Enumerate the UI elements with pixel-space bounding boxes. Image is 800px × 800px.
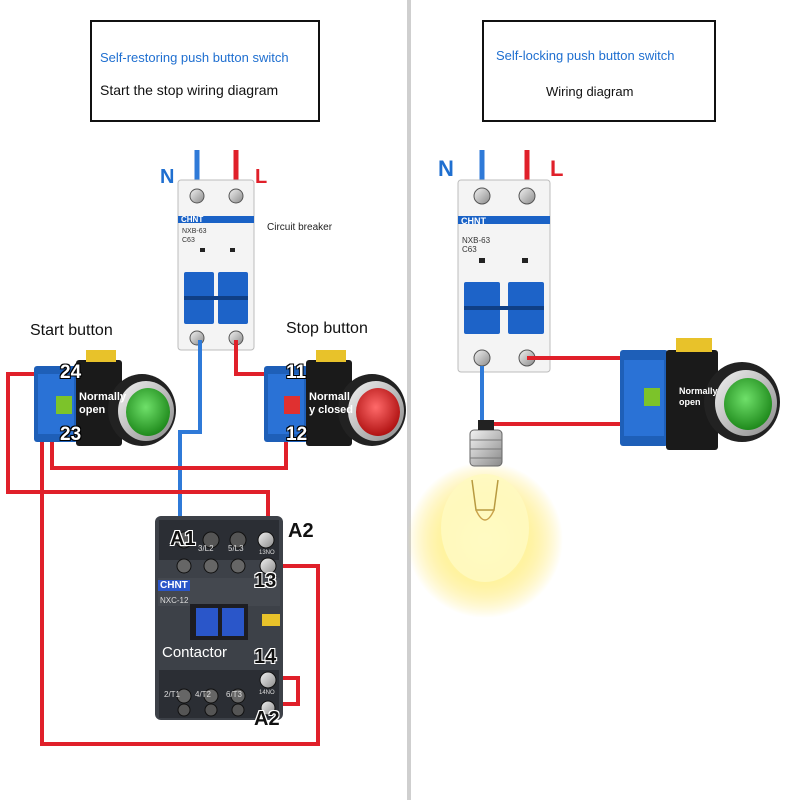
stop-button-device — [264, 350, 406, 446]
stop-terminal-11: 11 — [286, 362, 307, 383]
contactor-brand: CHNT — [158, 580, 190, 591]
left-circuit-breaker — [177, 179, 255, 351]
contactor-model: NXC-12 — [160, 596, 189, 605]
right-title-box: Self-locking push button switch Wiring d… — [482, 20, 716, 122]
start-button-device — [34, 350, 176, 446]
contactor-bottom-label-1: 2/T1 — [164, 690, 181, 699]
right-button-contact-text: Normally open — [679, 386, 718, 407]
right-breaker-model: NXB-63 — [462, 236, 491, 245]
contactor-terminal-14: 14 — [254, 646, 277, 668]
contactor-top-label-3: 13NO — [259, 550, 275, 556]
contactor-terminal-a1: A1 — [170, 528, 196, 550]
right-breaker-rating: C63 — [462, 245, 477, 254]
left-neutral-label: N — [160, 166, 175, 188]
right-circuit-breaker — [457, 179, 551, 373]
left-breaker-model: NXB-63 — [182, 228, 207, 235]
contactor-label: Contactor — [162, 644, 228, 661]
t13-outer-loop-wire — [40, 432, 320, 746]
start-button-label: Start button — [30, 322, 113, 339]
contactor-terminal-a2-top: A2 — [288, 520, 314, 542]
left-title-box: Self-restoring push button switch Start … — [90, 20, 320, 122]
right-title-line2: Wiring diagram — [546, 84, 634, 99]
light-bulb — [407, 420, 563, 618]
left-title-line1: Self-restoring push button switch — [100, 50, 289, 65]
right-button-to-bulb — [490, 422, 640, 438]
start-terminal-23: 23 — [60, 424, 82, 445]
contactor-top-label-2: 5/L3 — [228, 544, 244, 553]
contactor-device — [155, 516, 283, 720]
start-contact-text: Normally open — [79, 391, 127, 416]
start24-to-a2-wire — [6, 372, 270, 532]
right-live-label: L — [550, 156, 564, 181]
left-neutral-to-contactor — [178, 340, 202, 520]
right-title-line1: Self-locking push button switch — [496, 48, 675, 63]
start-terminal-24: 24 — [60, 362, 82, 383]
stop-button-label: Stop button — [286, 320, 368, 337]
contactor-bottom-label-4: 14NO — [259, 690, 275, 696]
stop-terminal-12: 12 — [286, 424, 308, 445]
self-locking-button-device — [620, 338, 780, 450]
left-breaker-rating: C63 — [182, 237, 195, 244]
contactor-terminal-a2-bottom: A2 — [254, 708, 280, 730]
left-live-label: L — [255, 166, 268, 188]
contactor-bottom-label-2: 4/T2 — [195, 690, 212, 699]
right-breaker-brand: CHNT — [461, 216, 486, 226]
left-title-line2: Start the stop wiring diagram — [100, 82, 279, 98]
contactor-bottom-label-3: 6/T3 — [226, 690, 243, 699]
left-breaker-brand: CHNT — [181, 215, 204, 224]
contactor-top-label-1: 3/L2 — [198, 544, 214, 553]
stop-contact-text: Normall y closed — [309, 391, 354, 416]
right-neutral-label: N — [438, 156, 454, 181]
breaker-label: Circuit breaker — [267, 222, 333, 233]
contactor-terminal-13: 13 — [254, 570, 277, 592]
panel-divider — [407, 0, 411, 800]
